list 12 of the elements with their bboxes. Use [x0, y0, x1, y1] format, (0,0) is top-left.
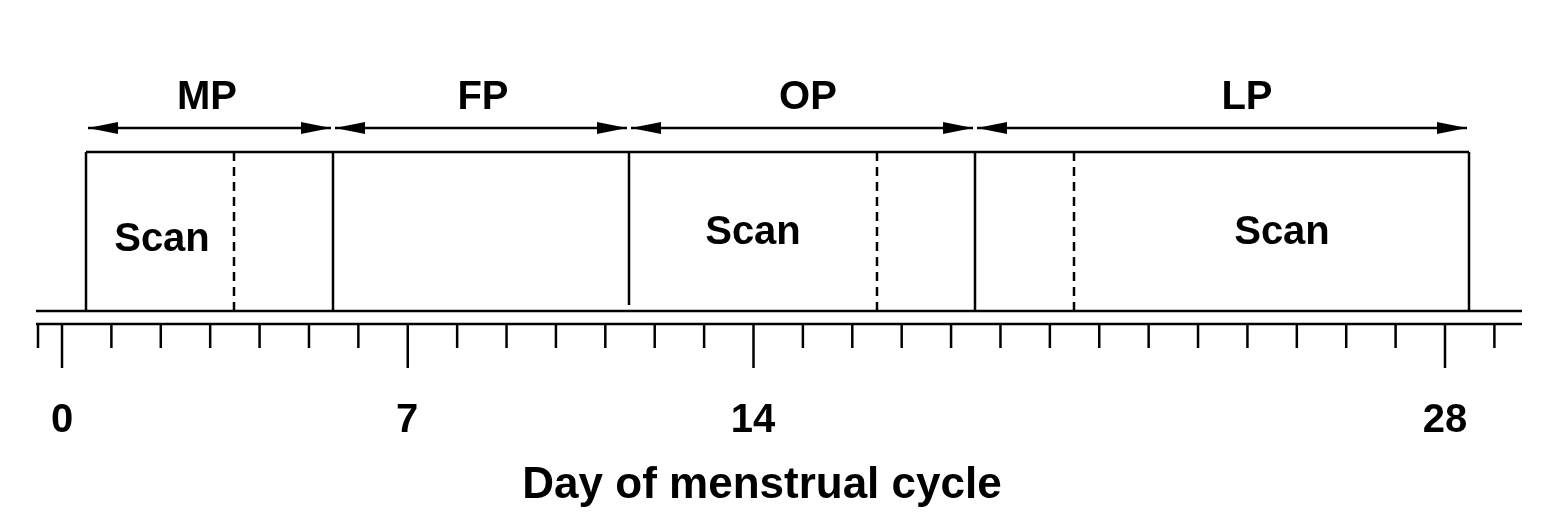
phase-label: OP — [779, 75, 837, 115]
phase-label: LP — [1221, 75, 1273, 115]
phase-label: MP — [177, 75, 237, 115]
scan-label: Scan — [1234, 210, 1330, 250]
tick-label: 0 — [50, 398, 74, 438]
phase-label: FP — [457, 75, 509, 115]
tick-label: 7 — [395, 398, 419, 438]
axis-title: Day of menstrual cycle — [522, 461, 1002, 505]
scan-label: Scan — [114, 217, 210, 257]
scan-label: Scan — [705, 210, 801, 250]
tick-label: 14 — [730, 398, 776, 438]
tick-label: 28 — [1422, 398, 1468, 438]
